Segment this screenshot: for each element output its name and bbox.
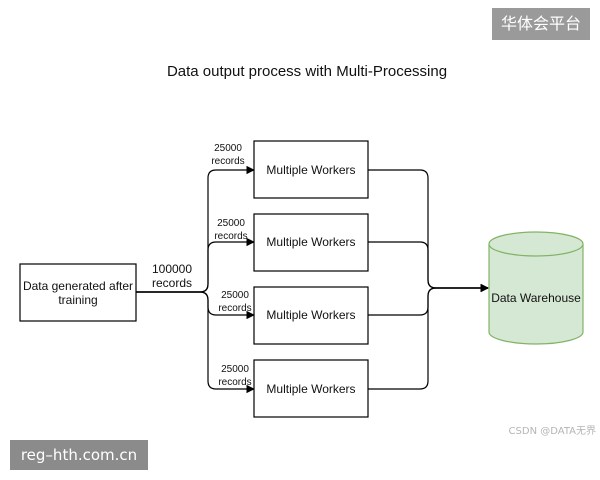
worker-node-4: Multiple Workers xyxy=(253,359,369,418)
data-warehouse-label: Data Warehouse xyxy=(491,291,581,305)
worker-1-flow-label: 25000 records xyxy=(211,143,244,167)
worker-4-flow-unit: records xyxy=(218,377,251,388)
worker-3-label: Multiple Workers xyxy=(266,308,355,322)
database-icon xyxy=(488,244,584,345)
watermark-csdn: CSDN @DATA无界 xyxy=(508,426,596,437)
worker-2-flow-unit: records xyxy=(214,231,247,242)
worker-3-flow-count: 25000 xyxy=(221,290,249,301)
input-flow-count: 100000 xyxy=(152,262,192,276)
worker-4-label: Multiple Workers xyxy=(266,382,355,396)
worker-2-flow-count: 25000 xyxy=(217,218,245,229)
worker-3-flow-label: 25000 records xyxy=(218,290,251,314)
worker-4-flow-label: 25000 records xyxy=(218,364,251,388)
data-warehouse-node: Data Warehouse xyxy=(488,231,584,345)
edge-source-to-w2 xyxy=(136,237,255,293)
worker-1-flow-count: 25000 xyxy=(214,143,242,154)
edge-w2-to-warehouse xyxy=(368,241,489,293)
source-label-line1: Data generated after xyxy=(23,279,133,293)
worker-node-2: Multiple Workers xyxy=(253,213,369,272)
input-flow-unit: records xyxy=(152,276,192,290)
worker-2-label: Multiple Workers xyxy=(266,235,355,249)
worker-4-flow-count: 25000 xyxy=(221,364,249,375)
source-label-line2: training xyxy=(58,293,97,307)
worker-3-flow-unit: records xyxy=(218,303,251,314)
worker-1-label: Multiple Workers xyxy=(266,163,355,177)
source-node: Data generated after training xyxy=(19,263,137,322)
edge-w4-to-warehouse xyxy=(368,283,489,390)
input-flow-label: 100000 records xyxy=(152,262,192,290)
worker-1-flow-unit: records xyxy=(211,156,244,167)
connectors xyxy=(136,165,489,394)
diagram-title: Data output process with Multi-Processin… xyxy=(167,63,447,80)
worker-2-flow-label: 25000 records xyxy=(214,218,247,242)
edge-source-to-w4 xyxy=(136,291,255,394)
watermark-bottom-left: reg–hth.com.cn xyxy=(10,440,148,470)
worker-node-1: Multiple Workers xyxy=(253,140,369,199)
worker-node-3: Multiple Workers xyxy=(253,286,369,345)
watermark-top-right: 华体会平台 xyxy=(492,8,590,40)
